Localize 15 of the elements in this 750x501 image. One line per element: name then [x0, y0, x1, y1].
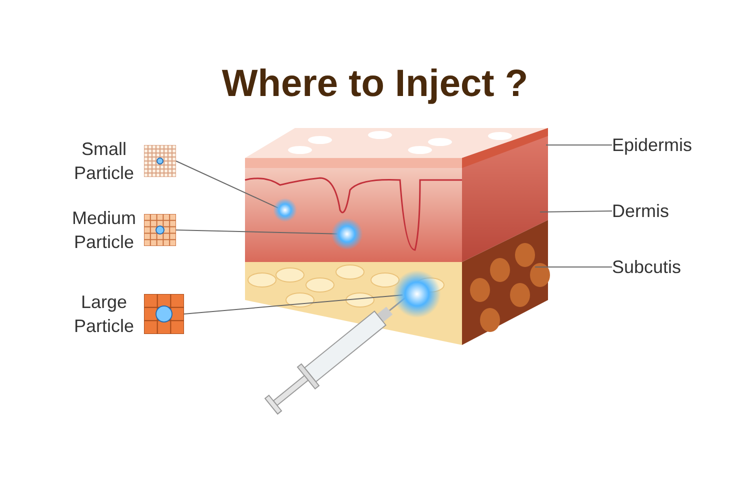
- particle-dot: [273, 198, 297, 222]
- title: Where to Inject ?: [220, 62, 530, 106]
- leader-line: [184, 294, 404, 314]
- layer-label: Subcutis: [612, 256, 682, 278]
- particle-label: Large Particle: [72, 291, 136, 338]
- layer-label: Epidermis: [612, 134, 692, 156]
- leader-line: [540, 210, 612, 212]
- particle-dot: [331, 218, 363, 250]
- leader-line: [176, 160, 279, 208]
- particle-label: Small Particle: [72, 138, 136, 185]
- particle-label: Medium Particle: [70, 207, 138, 254]
- leader-line: [546, 144, 612, 146]
- leader-line: [176, 230, 338, 234]
- layer-label: Dermis: [612, 200, 669, 222]
- leader-line: [534, 266, 612, 268]
